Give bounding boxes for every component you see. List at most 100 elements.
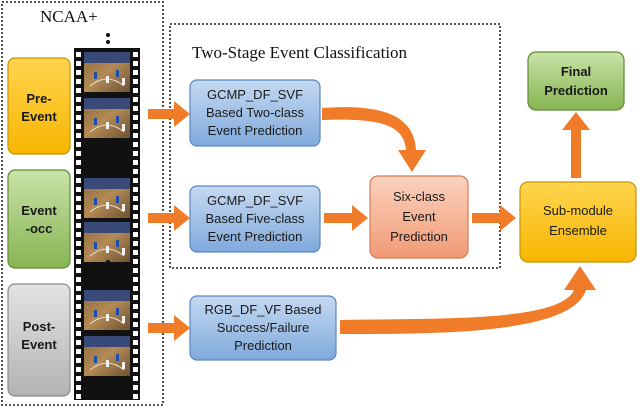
arrow-film-to-success-failure xyxy=(148,315,190,341)
sprocket-hole xyxy=(133,268,138,273)
sprocket-hole xyxy=(133,115,138,120)
frame-player xyxy=(94,242,97,249)
sprocket-hole xyxy=(76,304,81,309)
final-line1: Final xyxy=(561,64,591,79)
sprocket-hole xyxy=(76,268,81,273)
six-class-node: Six-class Event Prediction xyxy=(369,175,469,259)
dot xyxy=(106,160,110,164)
sprocket-hole xyxy=(76,52,81,57)
stage-pre-event-line1: Pre- xyxy=(26,91,51,106)
frame-player xyxy=(116,354,119,361)
sprocket-hole xyxy=(133,160,138,165)
module-two-class-line2: Based Two-class xyxy=(206,105,305,120)
arrow-ensemble-to-final xyxy=(562,112,590,178)
stage-pre-event-box xyxy=(7,57,71,155)
sprocket-hole xyxy=(76,340,81,345)
module-five-class-box xyxy=(189,185,321,253)
stage-post-event-line1: Post- xyxy=(23,319,56,334)
module-success-failure: RGB_DF_VF Based Success/Failure Predicti… xyxy=(189,295,337,361)
video-frame xyxy=(84,98,130,138)
sprocket-hole xyxy=(76,367,81,372)
arrow-five-to-six xyxy=(324,205,368,231)
module-two-class-box xyxy=(189,79,321,147)
stage-event-occ: Event -occ xyxy=(7,169,71,269)
sprocket-hole xyxy=(76,286,81,291)
video-frame xyxy=(84,178,130,218)
frame-crowd xyxy=(84,98,130,109)
sprocket-hole xyxy=(133,232,138,237)
frame-player xyxy=(116,196,119,203)
frame-player xyxy=(106,122,109,129)
arrows xyxy=(148,101,596,341)
sprocket-hole xyxy=(133,304,138,309)
sprocket-hole xyxy=(133,340,138,345)
six-class-box xyxy=(369,175,469,259)
sprocket-hole xyxy=(76,88,81,93)
module-five-class-line1: GCMP_DF_SVF xyxy=(207,193,303,208)
ensemble-box xyxy=(519,181,637,263)
two-stage-frame xyxy=(169,23,501,269)
dataset-frame xyxy=(1,1,164,406)
sprocket-hole xyxy=(133,124,138,129)
module-two-class: GCMP_DF_SVF Based Two-class Event Predic… xyxy=(189,79,321,147)
frame-player xyxy=(94,310,97,317)
sprocket-hole xyxy=(133,295,138,300)
sprocket-hole xyxy=(76,61,81,66)
module-five-class-line3: Event Prediction xyxy=(208,229,303,244)
frame-player xyxy=(116,70,119,77)
six-class-line1: Six-class xyxy=(393,189,446,204)
sprocket-hole xyxy=(76,331,81,336)
stage-pre-event-line2: Event xyxy=(21,109,57,124)
sprocket-hole xyxy=(76,376,81,381)
sprocket-hole xyxy=(76,106,81,111)
dot xyxy=(106,281,110,285)
dataset-label: NCAA+ xyxy=(40,7,98,26)
frame-player xyxy=(106,202,109,209)
stage-event-occ-line1: Event xyxy=(21,203,57,218)
stage-pre-event: Pre- Event xyxy=(7,57,71,155)
sprocket-hole xyxy=(76,115,81,120)
frame-crowd xyxy=(84,52,130,63)
six-class-line2: Event xyxy=(402,209,436,224)
frame-player xyxy=(122,204,125,211)
sprocket-hole xyxy=(133,151,138,156)
arrow-two-to-six xyxy=(322,107,426,172)
six-class-line3: Prediction xyxy=(390,229,448,244)
sprocket-hole xyxy=(76,295,81,300)
sprocket-hole xyxy=(133,349,138,354)
sprocket-hole xyxy=(133,214,138,219)
sprocket-hole xyxy=(133,196,138,201)
sprocket-hole xyxy=(76,313,81,318)
stage-post-event: Post- Event xyxy=(7,283,71,397)
module-success-failure-line3: Prediction xyxy=(234,338,292,353)
dot xyxy=(106,267,110,271)
frame-player xyxy=(94,72,97,79)
frame-player xyxy=(94,118,97,125)
dot xyxy=(106,146,110,150)
sprocket-hole xyxy=(133,250,138,255)
stage-title: Two-Stage Event Classification xyxy=(192,43,408,62)
sprocket-hole xyxy=(76,178,81,183)
sprocket-hole xyxy=(133,52,138,57)
frame-player xyxy=(106,314,109,321)
sprocket-hole xyxy=(76,349,81,354)
sprocket-hole xyxy=(133,97,138,102)
sprocket-hole xyxy=(133,367,138,372)
ensemble-line2: Ensemble xyxy=(549,223,607,238)
video-frame xyxy=(84,222,130,262)
ellipsis-dots xyxy=(106,33,110,285)
frame-player xyxy=(106,246,109,253)
stage-post-event-box xyxy=(7,283,71,397)
sprocket-hole xyxy=(133,322,138,327)
stage-post-event-line2: Event xyxy=(21,337,57,352)
sprocket-hole xyxy=(76,151,81,156)
frame-player xyxy=(106,76,109,83)
sprocket-hole xyxy=(133,394,138,399)
frame-crowd xyxy=(84,222,130,233)
sprocket-hole xyxy=(76,70,81,75)
sprocket-hole xyxy=(133,178,138,183)
frame-player xyxy=(122,78,125,85)
sprocket-hole xyxy=(76,214,81,219)
sprocket-hole xyxy=(133,61,138,66)
frame-player xyxy=(116,240,119,247)
